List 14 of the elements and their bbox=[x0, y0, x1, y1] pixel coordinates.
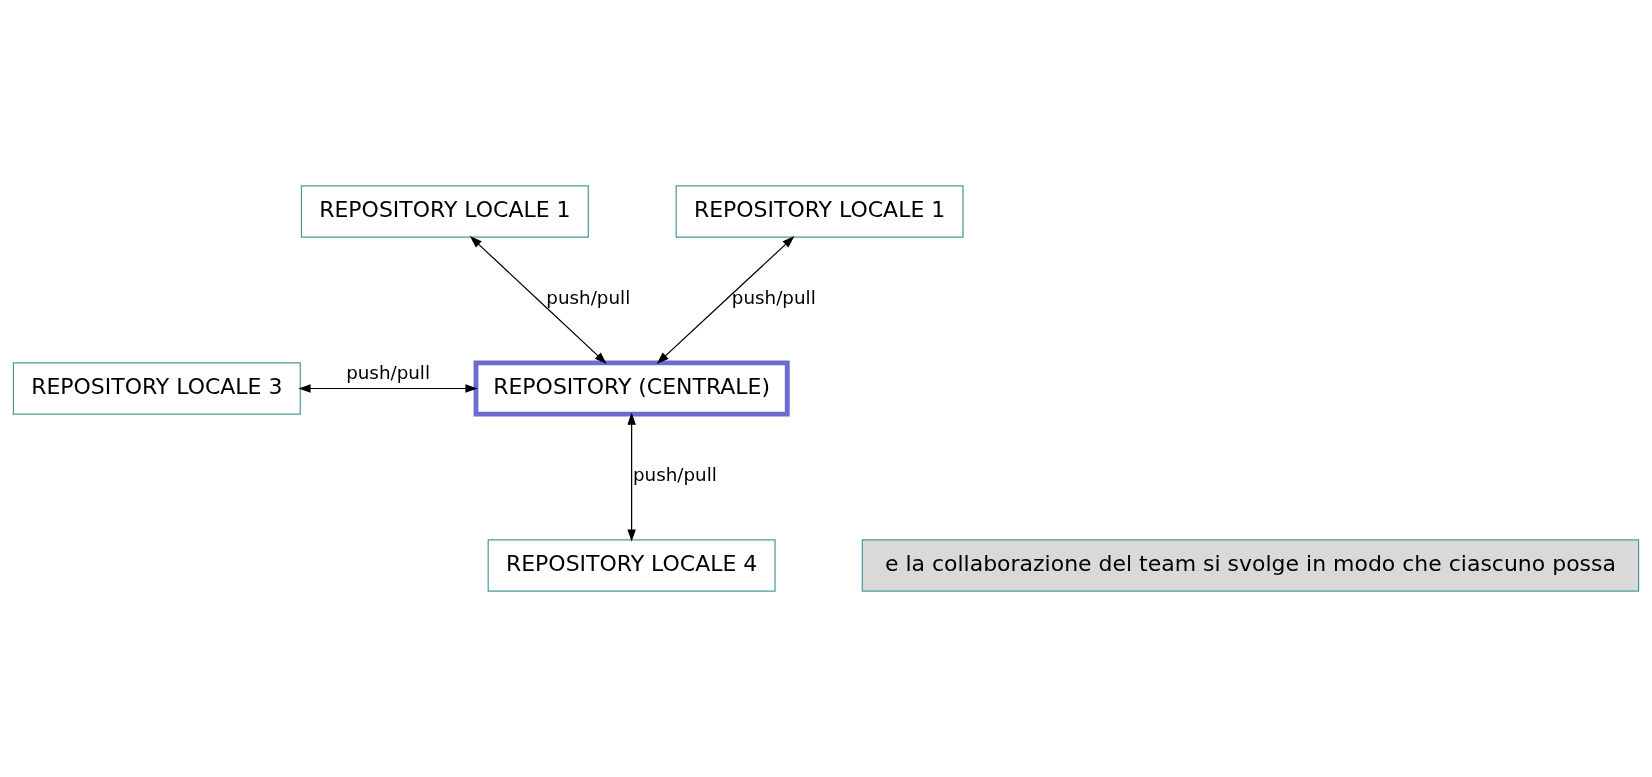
node-box: REPOSITORY (CENTRALE) bbox=[473, 360, 790, 417]
arrow bbox=[469, 236, 607, 365]
arrow bbox=[627, 412, 636, 542]
node-box: REPOSITORY LOCALE 4 bbox=[487, 539, 776, 592]
edge-label: push/pull bbox=[731, 287, 816, 309]
edge-label: push/pull bbox=[346, 361, 431, 383]
node-box: REPOSITORY LOCALE 3 bbox=[12, 362, 301, 415]
node-box: e la collaborazione del team si svolge in modo che ciascuno possa bbox=[861, 539, 1640, 592]
arrow bbox=[656, 236, 795, 365]
edge-label: push/pull bbox=[633, 464, 717, 486]
node-box: REPOSITORY LOCALE 1 bbox=[300, 185, 589, 238]
edge-label: push/pull bbox=[546, 287, 631, 309]
arrow bbox=[298, 384, 478, 393]
node-box: REPOSITORY LOCALE 1 bbox=[675, 185, 964, 238]
